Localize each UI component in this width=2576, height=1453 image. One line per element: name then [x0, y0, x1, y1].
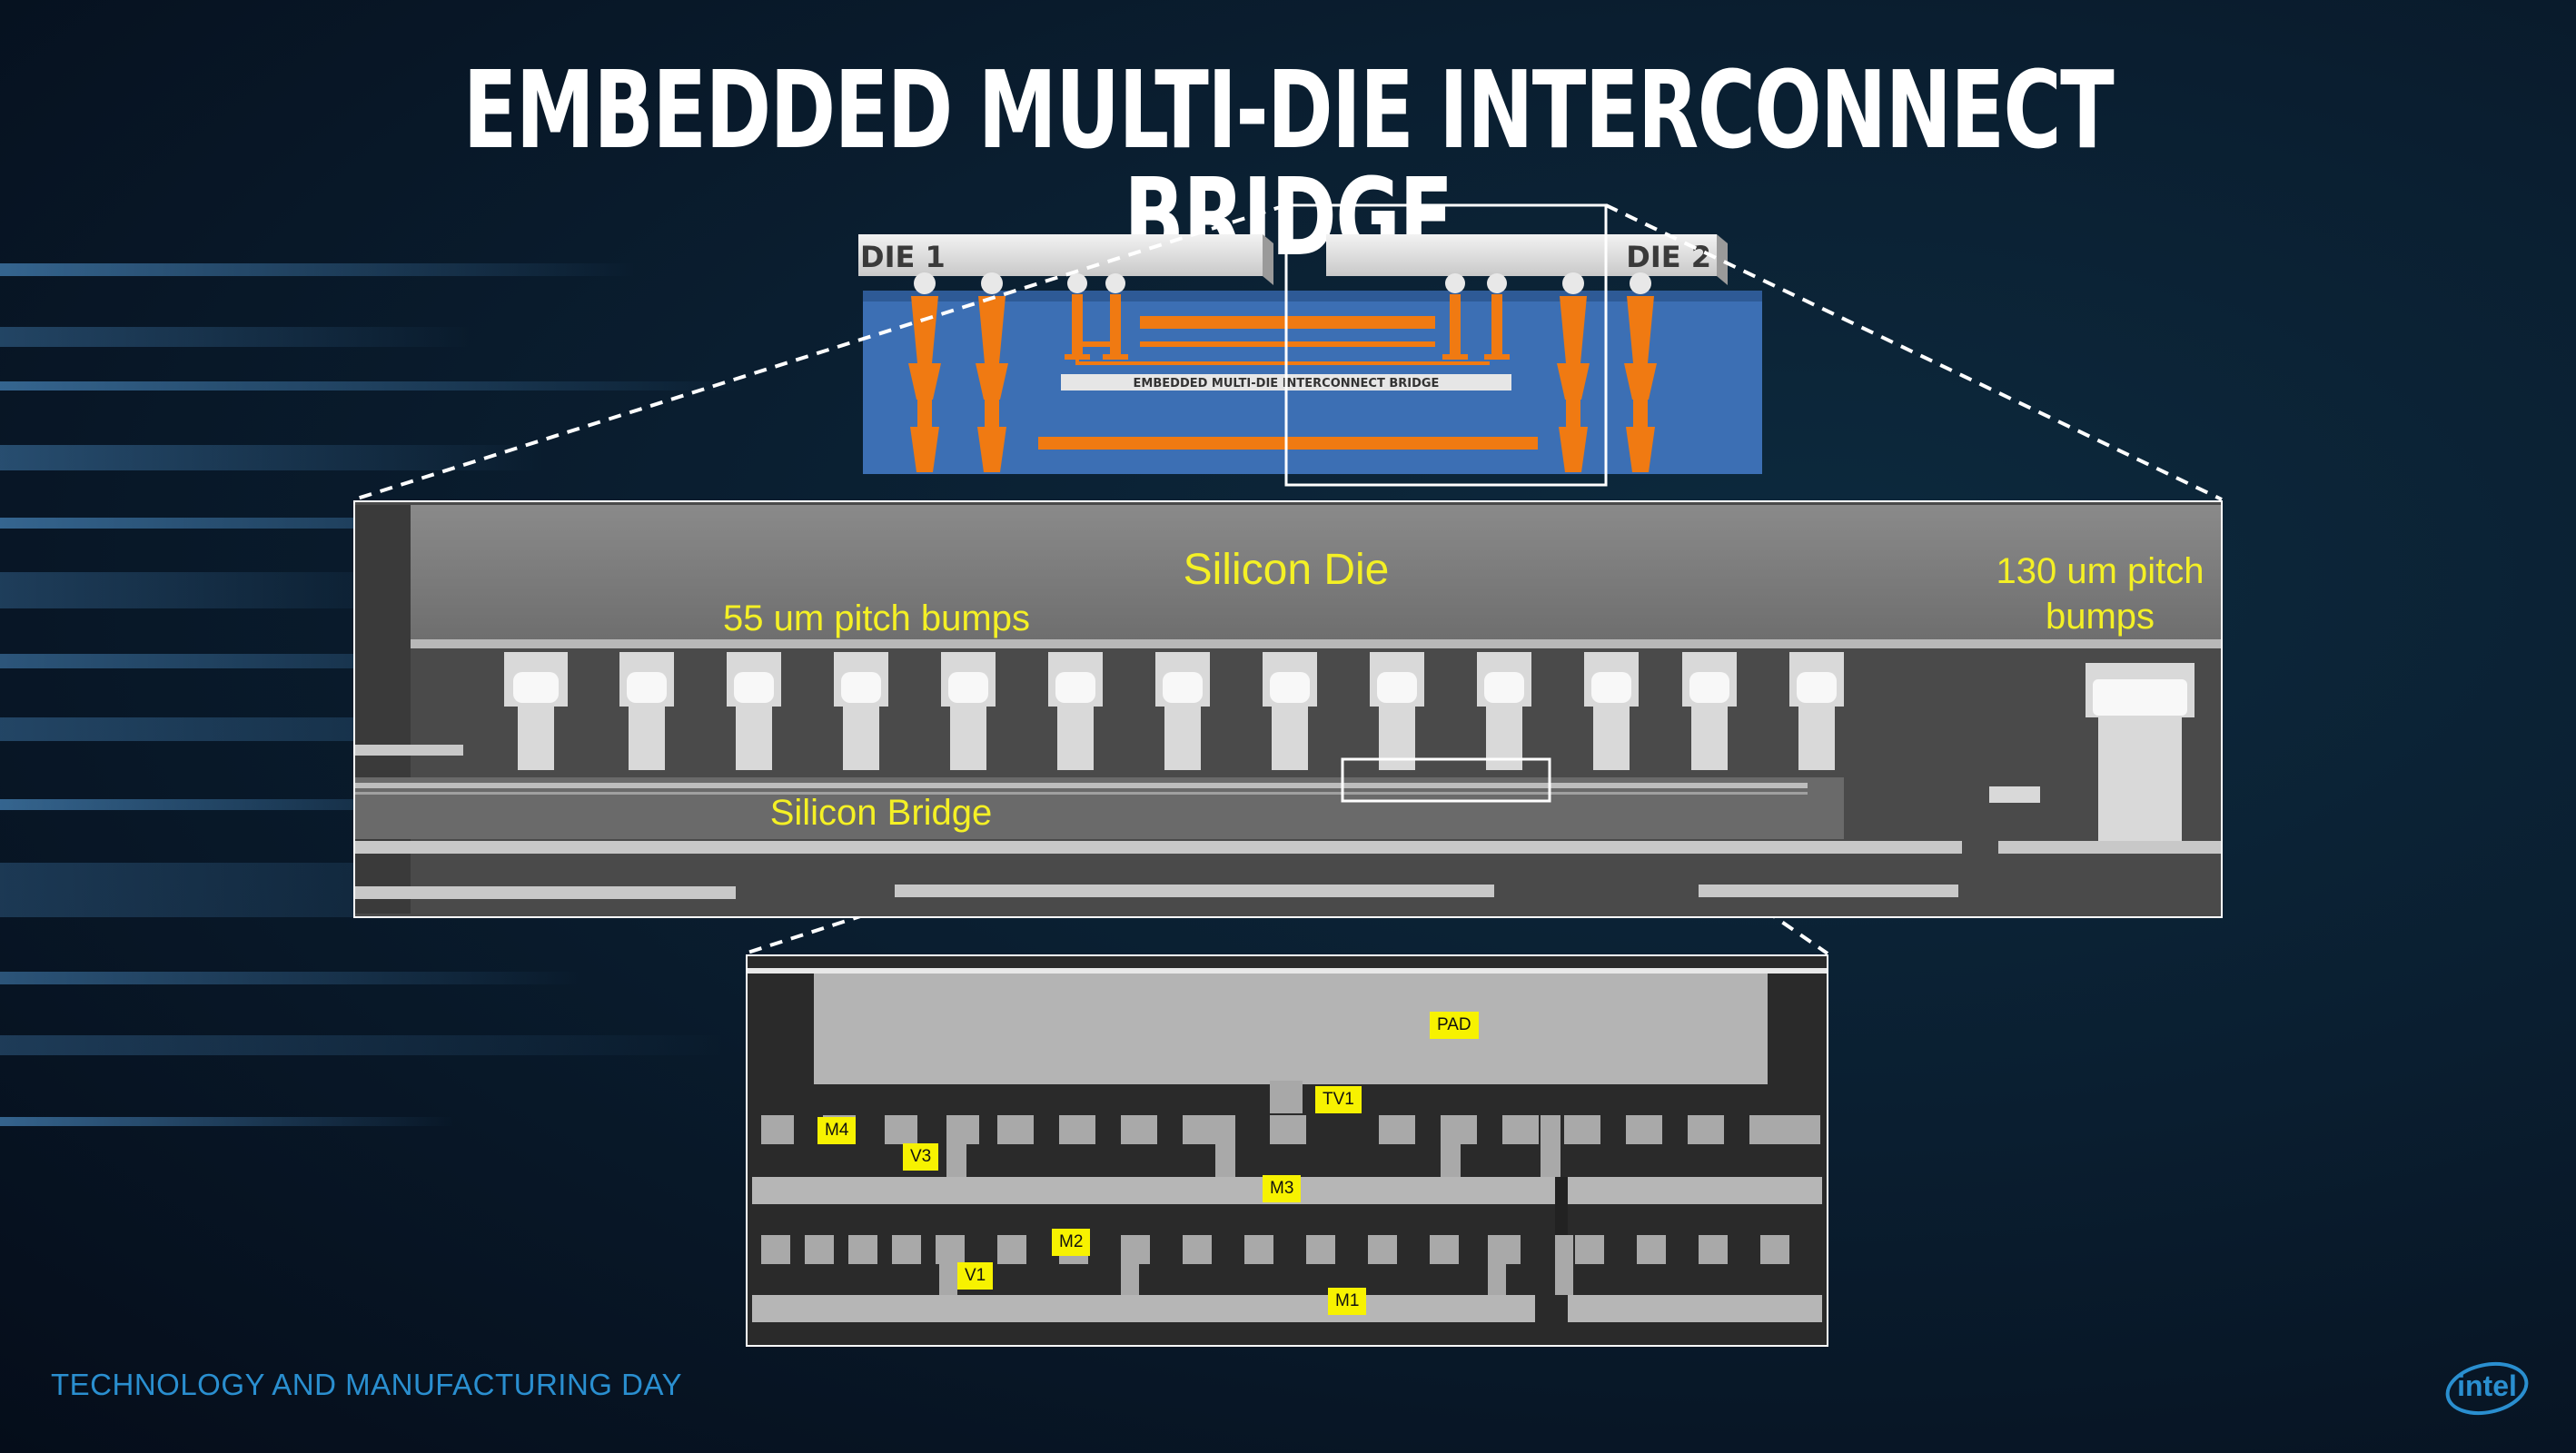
tag-m2: M2: [1052, 1229, 1091, 1256]
tag-v1: V1: [957, 1262, 994, 1290]
die-1-label: DIE 1: [860, 240, 946, 274]
tag-pad: PAD: [1430, 1012, 1479, 1039]
sem-cross-section: [353, 500, 2223, 918]
die-2-label: DIE 2: [1626, 240, 1711, 274]
die-1: [858, 234, 1263, 276]
bridge-zoom-box: [1341, 757, 1551, 803]
tag-m3: M3: [1263, 1175, 1302, 1202]
tag-m1: M1: [1328, 1288, 1367, 1315]
event-footer: TECHNOLOGY AND MANUFACTURING DAY: [51, 1368, 683, 1401]
pad-region: [814, 972, 1768, 1084]
silicon-die-label: Silicon Die: [1183, 546, 1390, 594]
zoom-box: [1284, 203, 1608, 487]
silicon-bridge-label: Silicon Bridge: [769, 793, 993, 833]
intel-logo-swirl-icon: [2445, 1361, 2529, 1416]
die-2: [1326, 234, 1717, 276]
coarse-pitch-label: 130 um pitch bumps: [1955, 549, 2245, 639]
tag-tv1: TV1: [1315, 1086, 1362, 1113]
silicon-die-region: [411, 505, 2222, 641]
intel-logo: intel: [2443, 1359, 2531, 1418]
coarse-pitch-line-1: 130 um pitch: [1996, 551, 2204, 591]
tag-m4: M4: [817, 1117, 857, 1144]
package-schematic: EMBEDDED MULTI-DIE INTERCONNECT BRIDGE D…: [858, 203, 1762, 487]
m1-line: [752, 1295, 1535, 1322]
tag-v3: V3: [903, 1143, 939, 1171]
fine-pitch-label: 55 um pitch bumps: [723, 598, 1030, 638]
intel-logo-text: intel: [2457, 1369, 2517, 1402]
coarse-pitch-line-2: bumps: [2045, 597, 2155, 637]
